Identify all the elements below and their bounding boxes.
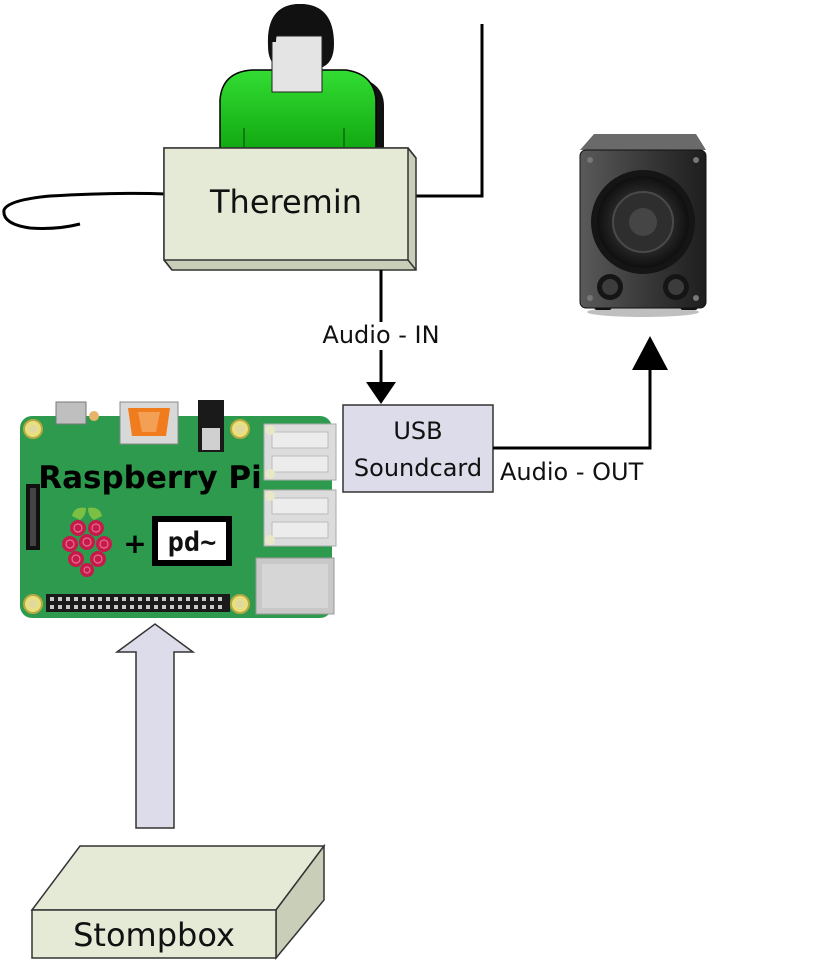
antenna-icon xyxy=(412,24,484,198)
plus-sign: + xyxy=(123,527,146,560)
raspberry-pi-board: Raspberry Pi + pd~ xyxy=(20,400,337,618)
usb-soundcard-line1: USB xyxy=(393,417,442,445)
audio-out-connection: Audio - OUT xyxy=(493,336,668,486)
pd-logo-text: pd~ xyxy=(168,527,217,558)
raspberry-pi-title: Raspberry Pi xyxy=(38,460,262,496)
usb-soundcard-box: USB Soundcard xyxy=(342,404,494,493)
theremin-box: Theremin xyxy=(163,147,417,271)
audio-out-label: Audio - OUT xyxy=(500,458,644,486)
usb-port-top xyxy=(263,423,337,481)
pd-logo: pd~ xyxy=(152,516,232,566)
usb-port-bottom xyxy=(263,489,337,547)
audio-in-arrowhead xyxy=(366,382,396,404)
audio-in-label: Audio - IN xyxy=(322,321,439,349)
stompbox-box: Stompbox xyxy=(30,843,326,961)
micro-usb-port xyxy=(55,401,87,425)
ethernet-port xyxy=(255,557,335,615)
audio-out-arrowhead xyxy=(632,336,668,370)
gpio-header xyxy=(46,594,230,612)
speaker-icon xyxy=(579,134,707,317)
usb-soundcard-line2: Soundcard xyxy=(354,454,482,482)
person-icon xyxy=(219,4,384,152)
stompbox-label: Stompbox xyxy=(73,916,235,954)
raspberry-logo-icon xyxy=(62,507,112,577)
audio-in-connection: Audio - IN xyxy=(322,270,440,404)
theremin-label: Theremin xyxy=(209,183,362,221)
stompbox-to-pi-arrow xyxy=(114,623,196,829)
volume-loop-antenna xyxy=(2,191,167,230)
